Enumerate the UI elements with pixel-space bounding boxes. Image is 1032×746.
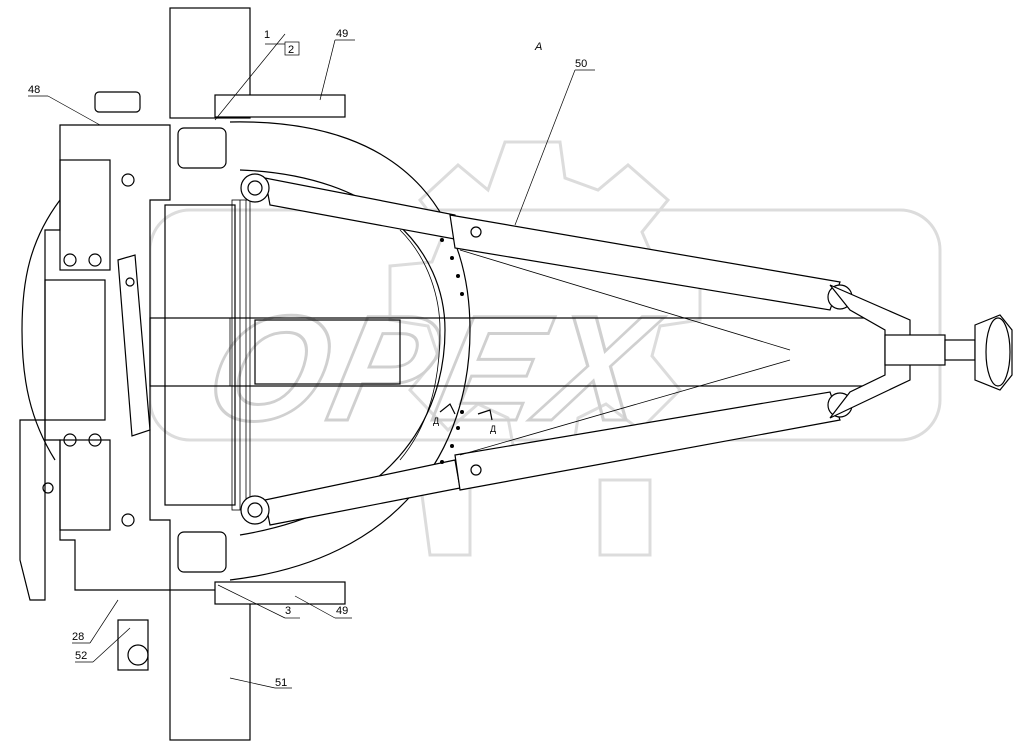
pin-upper-left xyxy=(240,173,270,203)
callout-48: 48 xyxy=(28,84,40,96)
clamp-top xyxy=(177,127,227,169)
bolt-2 xyxy=(88,253,102,267)
bolt-1 xyxy=(63,253,77,267)
section-mark-2: Д xyxy=(490,424,496,434)
main-assembly: Д Д xyxy=(19,7,1013,741)
housing-inner-1 xyxy=(59,159,111,271)
callout-50: 50 xyxy=(575,58,587,70)
cylinder-top xyxy=(214,94,346,118)
arm-lower xyxy=(264,459,461,526)
end-flange xyxy=(974,314,1013,391)
section-mark-line-2 xyxy=(477,409,493,421)
view-label: А xyxy=(534,41,542,53)
pin-upper-left-in xyxy=(247,180,263,196)
lower-diagonal xyxy=(459,359,791,456)
watermark: OPEX xyxy=(148,140,942,557)
callout-49-bottom: 49 xyxy=(336,605,348,617)
top-bracket xyxy=(94,91,141,113)
pin-lower-arm xyxy=(470,464,482,476)
pin-lower-left xyxy=(240,495,270,525)
callouts: 1 2 49 48 50 3 49 28 52 51 xyxy=(28,28,595,689)
rim-holes xyxy=(440,238,464,464)
pin-upper-arm xyxy=(470,226,482,238)
left-bottom-bracket xyxy=(19,419,46,601)
outer-arc xyxy=(229,121,471,581)
watermark-gear-lower xyxy=(418,478,652,557)
disc-arc xyxy=(399,229,441,461)
left-frame-bottom xyxy=(169,589,251,741)
vertical-beam xyxy=(164,204,236,506)
bolt-4 xyxy=(88,433,102,447)
callout-28: 28 xyxy=(72,631,84,643)
bottom-roller xyxy=(127,644,149,666)
callout-2: 2 xyxy=(288,44,294,56)
callout-1: 1 xyxy=(264,29,270,41)
beam-block xyxy=(254,319,401,385)
callout-51: 51 xyxy=(275,677,287,689)
bottom-bracket xyxy=(117,619,149,671)
cylinder-bottom xyxy=(214,581,346,605)
watermark-text: OPEX xyxy=(194,286,672,453)
housing-inner-2 xyxy=(59,439,111,531)
housing-window xyxy=(44,279,106,421)
upper-diagonal xyxy=(459,249,791,351)
section-mark-line-1 xyxy=(439,403,456,415)
pin-lower-left-in xyxy=(247,502,263,518)
arm-lower-tube xyxy=(454,391,841,491)
coupling xyxy=(944,339,976,361)
bolt-5 xyxy=(121,173,135,187)
spring-lever xyxy=(117,254,151,437)
bolt-6 xyxy=(121,513,135,527)
section-mark-1: Д xyxy=(433,416,439,426)
left-disc xyxy=(21,199,61,461)
callout-49-top: 49 xyxy=(336,28,348,40)
clamp-bottom xyxy=(177,531,227,573)
callout-3: 3 xyxy=(285,605,291,617)
shaft xyxy=(884,334,946,366)
arm-upper-tube xyxy=(449,214,841,311)
bolt-3 xyxy=(63,433,77,447)
bolt-7 xyxy=(42,482,54,494)
lever-pin xyxy=(125,277,135,287)
end-flange-ring xyxy=(985,317,1011,387)
callout-52: 52 xyxy=(75,650,87,662)
